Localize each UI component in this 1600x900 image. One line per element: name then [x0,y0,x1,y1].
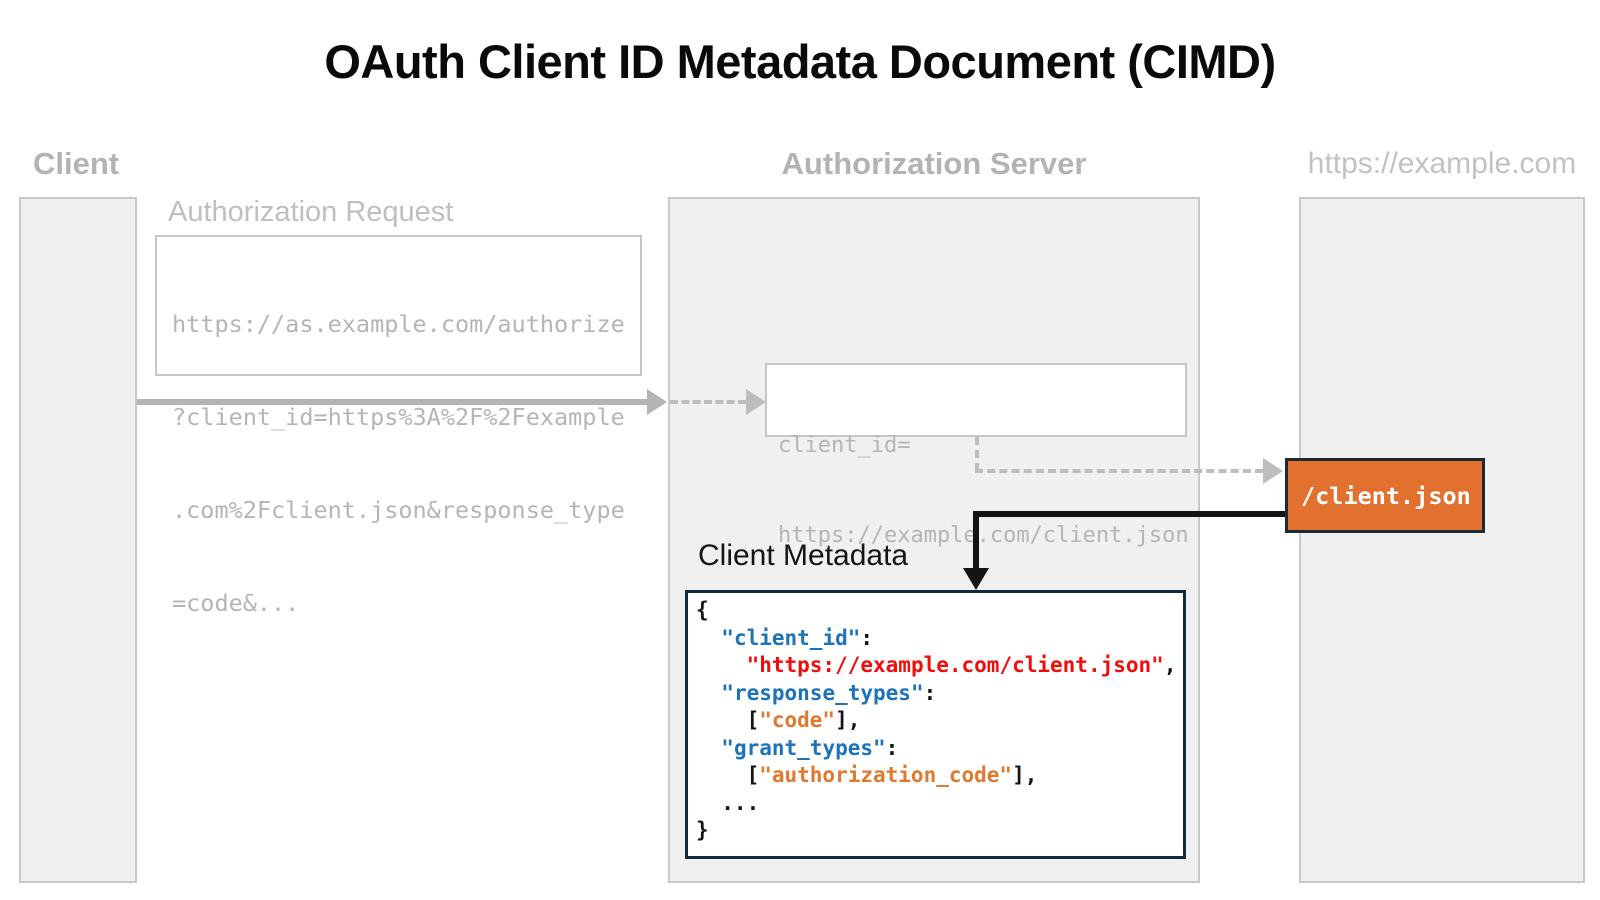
client-metadata-code-box: { "client_id": "https://example.com/clie… [685,590,1186,859]
example-host-lane-box [1299,197,1585,883]
code-line: "client_id": [721,625,874,650]
diagram-title: OAuth Client ID Metadata Document (CIMD) [324,35,1276,88]
code-line: "https://example.com/client.json", [746,653,1177,677]
code-line: { [696,598,709,622]
authorization-request-url-line: ?client_id=https%3A%2F%2Fexample [172,403,625,431]
authorization-request-url-line: .com%2Fclient.json&response_type [172,496,625,524]
authorization-server-lane-label: Authorization Server [781,146,1087,181]
return-connector-horizontal-line [973,511,1285,517]
fetch-connector-vertical-dashed-line [975,437,979,471]
arrowhead-right-icon [1263,458,1283,484]
client-json-file-badge: /client.json [1285,458,1485,533]
request-connector-line [137,399,649,405]
client-id-param-line: client_id= [778,433,911,458]
authorization-request-label: Authorization Request [168,196,454,228]
return-connector-vertical-line [973,511,979,568]
authorization-request-url-line: =code&... [172,589,300,617]
client-json-file-label: /client.json [1301,481,1471,510]
client-id-param-box: client_id= https://example.com/client.js… [765,363,1189,548]
request-connector-dashed-line [670,400,746,404]
code-line: "response_types": [721,680,937,705]
code-line: "grant_types": [721,735,899,760]
arrowhead-down-icon [963,568,989,590]
code-line: ["authorization_code"], [696,763,1038,787]
code-line: } [696,818,709,842]
authorization-request-url-box: https://as.example.com/authorize ?client… [155,235,642,617]
code-line: ... [696,790,760,815]
fetch-connector-horizontal-dashed-line [975,469,1263,473]
client-id-param-line: https://example.com/client.json [778,523,1189,548]
code-line: ["code"], [696,708,861,732]
client-lane-label: Client [33,146,120,181]
example-host-lane-label: https://example.com [1307,147,1577,180]
arrowhead-right-icon [746,389,766,415]
authorization-request-url-line: https://as.example.com/authorize [172,310,625,338]
client-metadata-label: Client Metadata [698,539,909,572]
client-lane-box [19,197,137,883]
arrowhead-right-icon [647,389,667,415]
